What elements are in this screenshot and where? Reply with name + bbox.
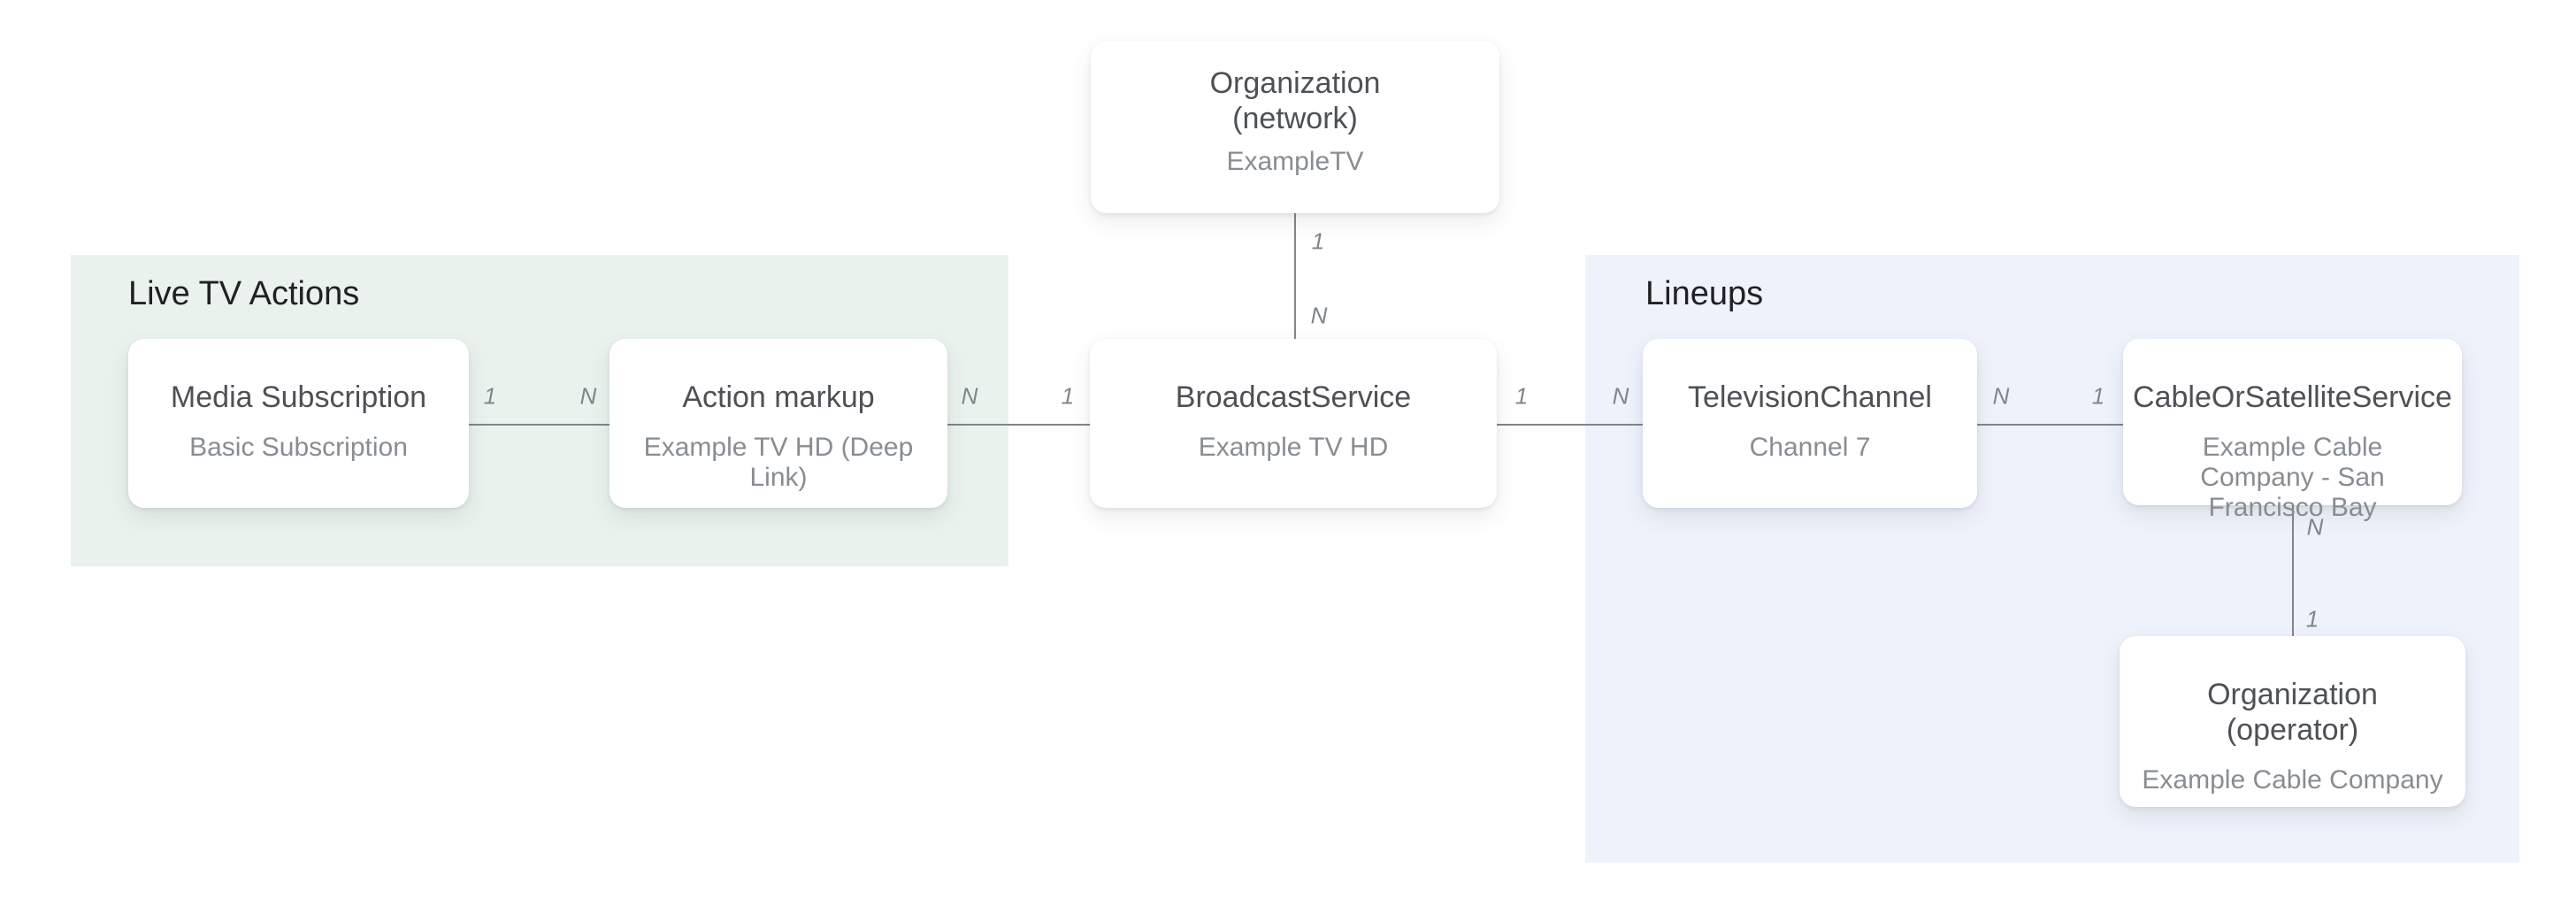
- card-subtitle: Example TV HD: [1198, 433, 1389, 462]
- cardinality-label: 1: [1514, 382, 1529, 410]
- card-title: CableOrSatelliteService: [2133, 380, 2452, 414]
- connector-television-channel-to-cable-or-satellite-service: [1977, 424, 2123, 426]
- card-organization-operator: Organization (operator) Example Cable Co…: [2120, 636, 2465, 807]
- card-subtitle: ExampleTV: [1226, 147, 1364, 176]
- card-title: Media Subscription: [170, 380, 427, 414]
- cardinality-label: 1: [1311, 227, 1325, 255]
- card-title: Organization (network): [1209, 66, 1381, 135]
- card-subtitle: Example Cable Company - San Francisco Ba…: [2200, 433, 2385, 522]
- section-label-lineups: Lineups: [1645, 275, 1764, 312]
- cardinality-label: 1: [2091, 382, 2105, 410]
- card-title: TelevisionChannel: [1688, 380, 1932, 414]
- connector-broadcast-service-to-television-channel: [1497, 424, 1643, 426]
- cardinality-label: N: [1310, 302, 1328, 329]
- card-cable-or-satellite-service: CableOrSatelliteService Example Cable Co…: [2123, 339, 2462, 522]
- connector-action-markup-to-broadcast-service: [947, 424, 1090, 426]
- card-media-subscription: Media Subscription Basic Subscription: [128, 339, 469, 508]
- section-label-live-tv-actions: Live TV Actions: [128, 275, 360, 312]
- card-title: Organization (operator): [2207, 678, 2378, 747]
- card-title: Action markup: [682, 380, 875, 414]
- card-subtitle: Channel 7: [1749, 433, 1871, 462]
- card-television-channel: TelevisionChannel Channel 7: [1643, 339, 1977, 508]
- card-subtitle: Basic Subscription: [189, 433, 408, 462]
- cardinality-label: N: [579, 382, 597, 410]
- card-action-markup: Action markup Example TV HD (Deep Link): [610, 339, 947, 508]
- card-title: BroadcastService: [1175, 380, 1412, 414]
- cardinality-label: N: [2306, 513, 2324, 541]
- card-broadcast-service: BroadcastService Example TV HD: [1090, 339, 1497, 508]
- connector-org-network-to-broadcast-service: [1294, 213, 1296, 339]
- cardinality-label: 1: [2305, 605, 2319, 633]
- cardinality-label: 1: [1061, 382, 1075, 410]
- connector-cable-or-satellite-service-to-org-operator: [2292, 505, 2294, 636]
- cardinality-label: N: [1612, 382, 1629, 410]
- cardinality-label: 1: [483, 382, 497, 410]
- card-subtitle: Example TV HD (Deep Link): [643, 433, 914, 492]
- cardinality-label: N: [961, 382, 978, 410]
- card-subtitle: Example Cable Company: [2142, 765, 2443, 795]
- cardinality-label: N: [1992, 382, 2010, 410]
- connector-media-subscription-to-action-markup: [469, 424, 610, 426]
- card-organization-network: Organization (network) ExampleTV: [1091, 41, 1499, 213]
